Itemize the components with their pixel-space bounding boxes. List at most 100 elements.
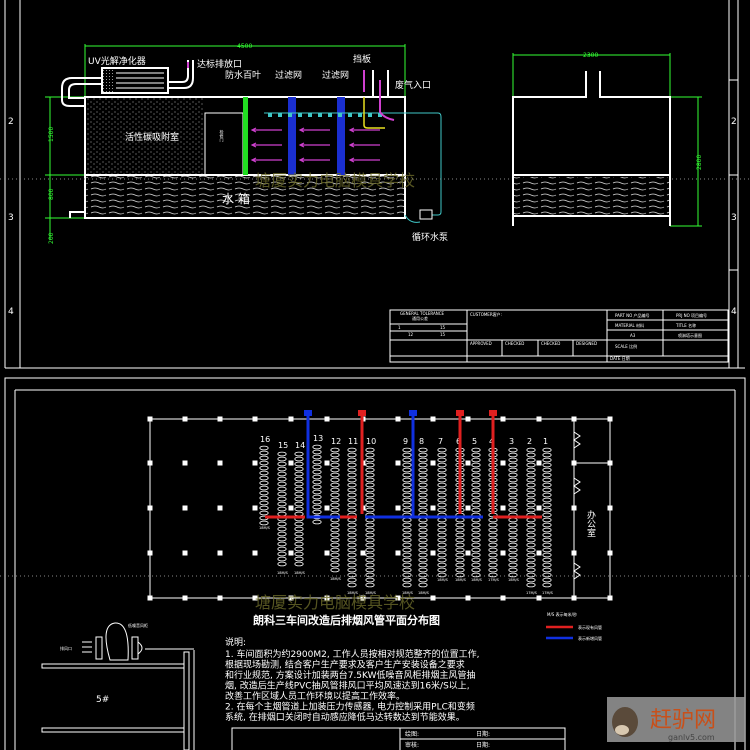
duct-outlet [526,537,536,543]
pillar [288,550,294,556]
duct-outlet [418,462,428,468]
dimension-width: 4500 [237,43,252,50]
duct-outlet [508,502,518,508]
duct-outlet [526,482,536,488]
duct-outlet [488,547,498,553]
duct-outlet [365,557,375,563]
prj-no-label: PRJ NO 项目编号 [676,312,707,318]
row-marker: 4 [8,307,14,317]
duct-outlet [526,457,536,463]
duct-outlet [365,577,375,583]
duct-outlet [471,492,481,498]
label-water-tank: 水 箱 [222,191,250,206]
label-door: 检修门 [220,129,225,143]
duct-outlet [365,447,375,453]
duct-outlet [330,542,340,548]
duct-outlet [402,497,412,503]
column-number: 15 [278,441,288,450]
duct-outlet [471,482,481,488]
spray-nozzle [378,113,382,117]
duct-outlet [437,497,447,503]
duct-outlet [508,552,518,558]
duct-outlet [365,492,375,498]
checked-label: CHECKED [505,341,524,346]
duct-outlet [455,532,465,538]
duct-outlet [277,541,287,547]
pillar [288,416,294,422]
column-speed: 18M/S [437,578,449,582]
watermark: 塘厦实力电脑模具学校 [255,593,415,612]
dimension-h3: 200 [48,232,55,244]
duct-outlet [294,536,304,542]
duct-outlet [365,477,375,483]
duct-outlet [437,532,447,538]
duct-outlet [471,552,481,558]
duct-outlet [330,552,340,558]
pillar [360,550,366,556]
duct-outlet [437,507,447,513]
duct-outlet [418,572,428,578]
end-view: 2300 2800 [512,52,703,227]
drain-valve [69,211,85,218]
pillar [252,550,258,556]
duct-outlet [365,452,375,458]
duct-outlet [402,452,412,458]
column-speed: 18M/S [347,591,359,595]
duct-outlet [508,572,518,578]
pillar [607,550,613,556]
duct-outlet [418,467,428,473]
pillar [288,505,294,511]
duct-outlet [365,457,375,463]
pillar [252,595,258,601]
pillars [147,416,613,601]
baffle [363,97,385,129]
duct-outlet [542,547,552,553]
duct-outlet [437,547,447,553]
duct-outlet [347,542,357,548]
duct-outlet [277,466,287,472]
exhaust-outlet [168,60,194,89]
note-line: 烟, 改造后生产线PVC抽风管排风口平均风速达到16米/S以上, [225,680,470,692]
office-label: 办公室 [585,509,596,537]
dimension-h2: 800 [48,188,55,200]
duct-outlet [277,531,287,537]
duct-outlet [542,517,552,523]
duct-outlet [402,457,412,463]
duct-outlet [365,567,375,573]
duct-outlet [259,475,269,481]
column-speed: 18M/S [330,577,342,581]
spray-nozzle [348,113,352,117]
title-block: GENERAL TOLERANCE 通用公差 1 15 12 15 CUSTOM… [389,309,729,363]
duct-outlet [330,497,340,503]
duct-outlet [508,547,518,553]
fan-outlet-label: 排风口 [60,645,72,651]
airflow-arrow [250,127,282,133]
note-line: 和行业规范, 方案设计加装两台7.5KW低噪音风柜排烟主风管抽 [225,669,476,681]
duct-outlet [402,482,412,488]
top-sheet-border: 2 3 4 2 3 4 [4,0,745,369]
duct-outlet [418,562,428,568]
duct-outlet [402,517,412,523]
column-speed: 17M/S [488,578,500,582]
duct-outlet [277,501,287,507]
duct-outlet [526,547,536,553]
checked-label: CHECKED [541,341,560,346]
column-speed: 18M/S [471,578,483,582]
duct-outlet [277,551,287,557]
duct-outlet [277,496,287,502]
duct-outlet [347,452,357,458]
duct-outlet [347,572,357,578]
duct-outlet [402,487,412,493]
duct-outlet [402,562,412,568]
duct-outlet [347,577,357,583]
duct-outlet [312,474,322,480]
column-number: 11 [348,437,358,446]
note-line: 根据现场勘测, 结合客户生产要求及客户生产安装设备之要求 [225,659,465,671]
duct-outlet [402,577,412,583]
duct-outlet [526,447,536,453]
duct-outlet [259,450,269,456]
inspection-door [204,112,244,176]
label-carbon-chamber: 活性碳吸附室 [125,131,179,143]
duct-outlet [526,477,536,483]
duct-outlet [418,507,428,513]
